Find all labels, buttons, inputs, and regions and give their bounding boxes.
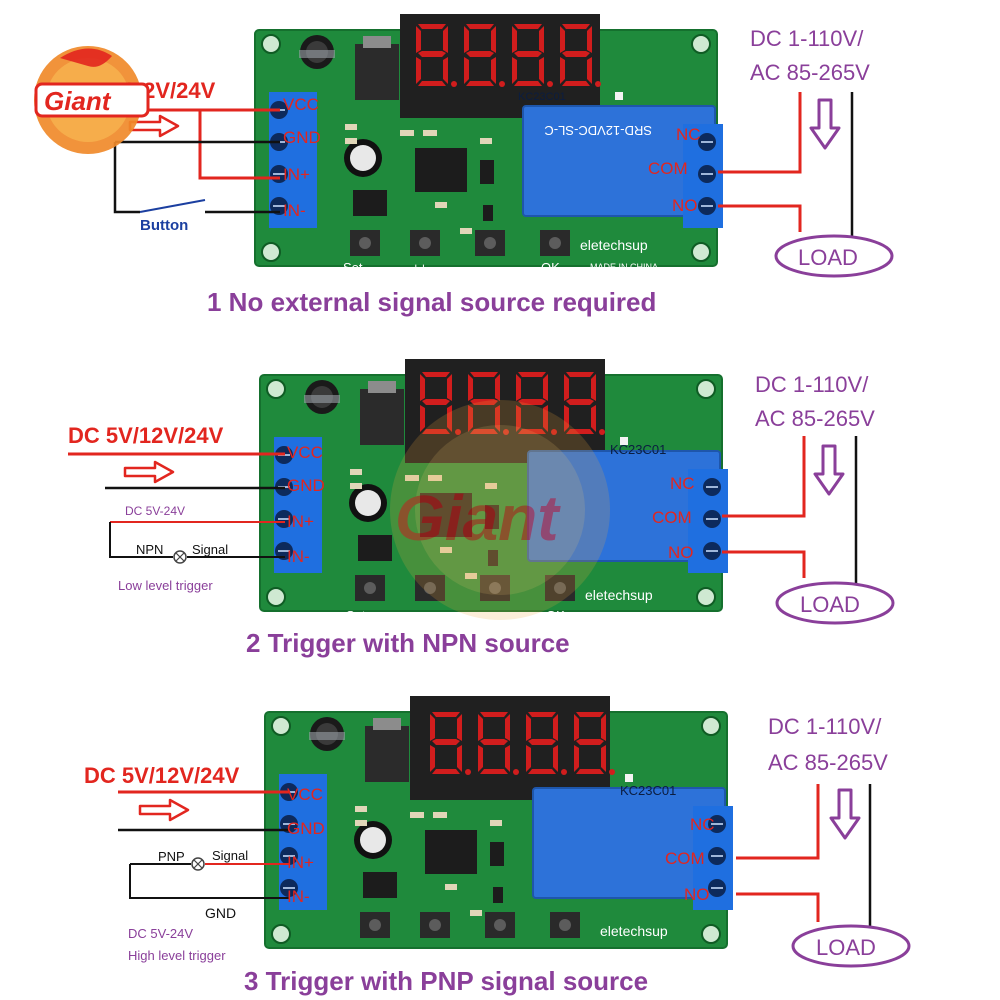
made-in-label: MADE IN CHINA — [590, 262, 658, 272]
caption-1: 1 No external signal source required — [207, 287, 656, 317]
arrow-right-icon — [123, 460, 175, 484]
load-voltage-line1: DC 1-110V/ — [750, 26, 864, 51]
arrow-down-icon — [829, 788, 861, 840]
relay-marking: SRD-12VDC-SL-C — [544, 123, 652, 138]
terminal-nc: NC — [676, 125, 701, 144]
button-label: Button — [140, 217, 188, 234]
signal-voltage-label: DC 5V-24V — [128, 926, 193, 941]
load-symbol — [775, 581, 895, 625]
arrow-right-icon — [138, 798, 190, 822]
watermark-text: Giant — [395, 482, 561, 554]
panel-3: KC23C01 eletechsup MADE IN CHINA Set ++ … — [84, 695, 911, 996]
plus-key-label: ++ — [430, 950, 445, 965]
relay-module-board — [264, 695, 734, 949]
signal-voltage-label: DC 5V-24V — [125, 504, 185, 518]
terminal-com: COM — [652, 508, 692, 527]
terminal-nc: NC — [690, 815, 715, 834]
terminal-nc: NC — [670, 474, 695, 493]
terminal-com: COM — [648, 159, 688, 178]
minus-key-label: -- — [478, 260, 487, 275]
made-in-label: MADE IN CHINA — [595, 612, 663, 622]
load-voltage-line2: AC 85-265V — [755, 406, 875, 431]
terminal-no: NO — [684, 885, 710, 904]
load-voltage-line2: AC 85-265V — [768, 750, 888, 775]
terminal-no: NO — [668, 543, 694, 562]
arrow-down-icon — [813, 444, 845, 496]
panel-2: KC23C01 eletechsup MADE IN CHINA Set ++ … — [68, 358, 895, 658]
set-key-label: Set — [343, 260, 363, 275]
supply-voltage-label: DC 5V/12V/24V — [84, 763, 240, 788]
terminal-gnd: GND — [287, 819, 325, 838]
load-voltage-line1: DC 1-110V/ — [755, 372, 869, 397]
sensor-type-label: PNP — [158, 849, 185, 864]
plus-key-label: ++ — [416, 608, 431, 623]
caption-2: 2 Trigger with NPN source — [246, 628, 570, 658]
minus-key-label: -- — [482, 608, 491, 623]
trigger-note: High level trigger — [128, 948, 226, 963]
load-label: LOAD — [798, 245, 858, 270]
minus-key-label: -- — [495, 950, 504, 965]
terminal-no: NO — [672, 196, 698, 215]
terminal-vcc: VCC — [283, 95, 319, 114]
supply-voltage-label: DC 5V/12V/24V — [68, 423, 224, 448]
ok-key-label: OK — [560, 950, 579, 965]
gnd-label: GND — [205, 905, 236, 921]
terminal-in-plus: IN+ — [283, 165, 310, 184]
logo-text: Giant — [44, 86, 112, 116]
brand-label: eletechsup — [580, 237, 648, 253]
model-label: KC23C01 — [518, 91, 566, 103]
caption-3: 3 Trigger with PNP signal source — [244, 966, 648, 996]
giant-logo: Giant — [34, 46, 150, 154]
terminal-in-minus: IN- — [283, 201, 306, 220]
terminal-in-plus: IN+ — [287, 512, 314, 531]
brand-label: eletechsup — [585, 587, 653, 603]
terminal-gnd: GND — [283, 128, 321, 147]
signal-label: Signal — [212, 848, 248, 863]
model-label: KC23C01 — [610, 442, 666, 457]
made-in-label: MADE IN CHINA — [605, 948, 673, 958]
terminal-in-minus: IN- — [287, 547, 310, 566]
switch-icon — [139, 199, 206, 213]
set-key-label: Set — [346, 608, 366, 623]
plus-key-label: ++ — [412, 260, 427, 275]
ok-key-label: OK — [546, 608, 565, 623]
signal-label: Signal — [192, 542, 228, 557]
load-voltage-line1: DC 1-110V/ — [768, 714, 882, 739]
load-label: LOAD — [800, 592, 860, 617]
watermark: Giant — [390, 400, 610, 620]
sensor-type-label: NPN — [136, 542, 163, 557]
terminal-in-minus: IN- — [287, 887, 310, 906]
terminal-gnd: GND — [287, 476, 325, 495]
terminal-com: COM — [665, 849, 705, 868]
load-voltage-line2: AC 85-265V — [750, 60, 870, 85]
model-label: KC23C01 — [620, 783, 676, 798]
terminal-vcc: VCC — [287, 785, 323, 804]
load-symbol — [791, 924, 911, 968]
brand-label: eletechsup — [600, 923, 668, 939]
terminal-in-plus: IN+ — [287, 853, 314, 872]
load-label: LOAD — [816, 935, 876, 960]
load-symbol — [774, 234, 894, 278]
ok-key-label: OK — [541, 260, 560, 275]
trigger-note: Low level trigger — [118, 578, 213, 593]
set-key-label: Set — [360, 950, 380, 965]
arrow-down-icon — [809, 98, 841, 150]
terminal-vcc: VCC — [287, 443, 323, 462]
panel-1: SRD-12VDC-SL-C KC23C01 eletechsup MADE I… — [60, 13, 894, 317]
